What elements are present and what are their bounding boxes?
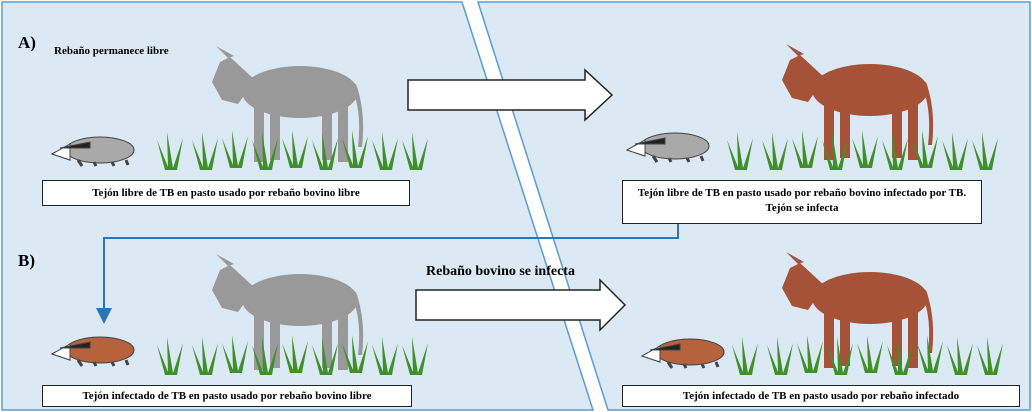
arrow-b-label: Rebaño bovino se infecta [426, 264, 575, 279]
panel-b-label: B) [18, 251, 35, 270]
panel-a-label: A) [18, 33, 36, 52]
caption-b-left: Tejón infectado de TB en pasto usado por… [42, 385, 412, 407]
caption-b-right: Tejón infectado de TB en pasto usado por… [622, 385, 1020, 407]
caption-a-left: Tejón libre de TB en pasto usado por reb… [42, 180, 410, 206]
panel-a-subtitle: Rebaño permanece libre [54, 45, 169, 57]
caption-a-right: Tejón libre de TB en pasto usado por reb… [622, 180, 982, 224]
